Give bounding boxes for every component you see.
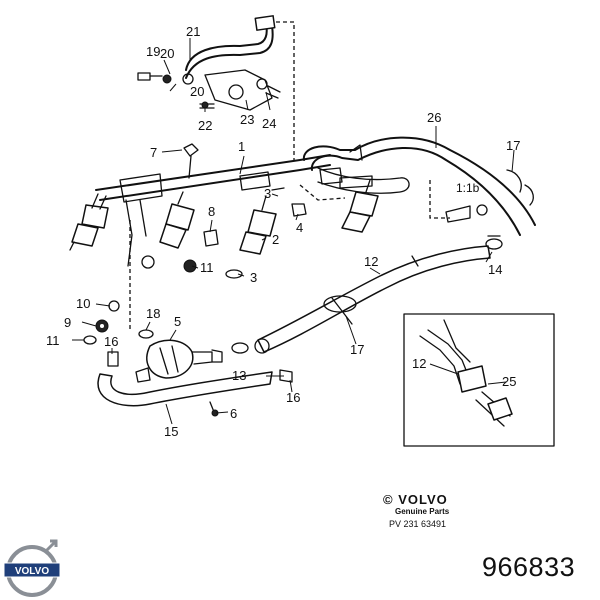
copyright-symbol: ©	[383, 492, 394, 507]
callout-1: 1	[238, 139, 245, 154]
volvo-genuine-parts-block: © VOLVO Genuine Parts PV 231 63491	[383, 493, 503, 531]
pv-code: PV 231 63491	[389, 519, 447, 529]
callout-11a: 11	[200, 260, 214, 275]
volvo-logo-text: VOLVO	[15, 566, 49, 577]
genuine-parts-text: Genuine Parts	[395, 507, 450, 516]
callout-15: 15	[164, 424, 178, 439]
pressure-regulator-assembly	[97, 339, 293, 417]
injector-4	[341, 179, 379, 233]
callout-25: 25	[502, 374, 516, 389]
callout-3b: 3	[250, 270, 257, 285]
callout-11b: 11	[46, 333, 60, 348]
volvo-brand-line: © VOLVO	[383, 493, 503, 507]
callout-9: 9	[64, 315, 71, 330]
callout-6: 6	[230, 406, 237, 421]
callout-26: 26	[427, 110, 441, 125]
callout-11-detail: 1:1b	[456, 181, 480, 195]
callout-13: 13	[232, 368, 246, 383]
callout-17b: 17	[350, 342, 364, 357]
callout-14: 14	[488, 262, 502, 277]
callout-17a: 17	[506, 138, 520, 153]
callout-19: 19	[146, 44, 160, 59]
callout-21: 21	[186, 24, 200, 39]
detail-inset	[403, 313, 555, 447]
callout-3a: 3	[264, 186, 271, 201]
return-hose	[302, 136, 536, 236]
callout-23: 23	[240, 112, 254, 127]
callout-4: 4	[296, 220, 303, 235]
callout-16a: 16	[104, 334, 118, 349]
callout-7: 7	[150, 145, 157, 160]
callout-12b: 12	[412, 356, 426, 371]
callout-16b: 16	[286, 390, 300, 405]
callout-20b: 20	[190, 84, 204, 99]
callout-20a: 20	[160, 46, 174, 61]
injectors	[69, 179, 379, 255]
leader-lines	[72, 38, 515, 425]
volvo-logo: VOLVO	[3, 539, 61, 597]
fasteners	[125, 143, 307, 330]
volvo-brand-name: VOLVO	[398, 492, 448, 507]
callout-5: 5	[174, 314, 181, 329]
callout-12a: 12	[364, 254, 378, 269]
callout-8: 8	[208, 204, 215, 219]
callout-2: 2	[272, 232, 279, 247]
callout-10: 10	[76, 296, 90, 311]
callout-22: 22	[198, 118, 212, 133]
injector-2	[159, 191, 195, 249]
injector-1	[69, 193, 109, 251]
small-parts-left	[83, 300, 154, 367]
injector-3	[239, 195, 277, 255]
callout-labels: 21 19 20 20 22 23 24 26 17 7 1 1:1b 3 8 …	[46, 24, 520, 439]
part-number: 966833	[482, 552, 576, 582]
fuel-hose-12	[254, 235, 503, 354]
callout-24: 24	[262, 116, 276, 131]
callout-18: 18	[146, 306, 160, 321]
fuel-feed-pipe-assembly	[137, 15, 295, 160]
fuel-rail	[95, 154, 373, 203]
